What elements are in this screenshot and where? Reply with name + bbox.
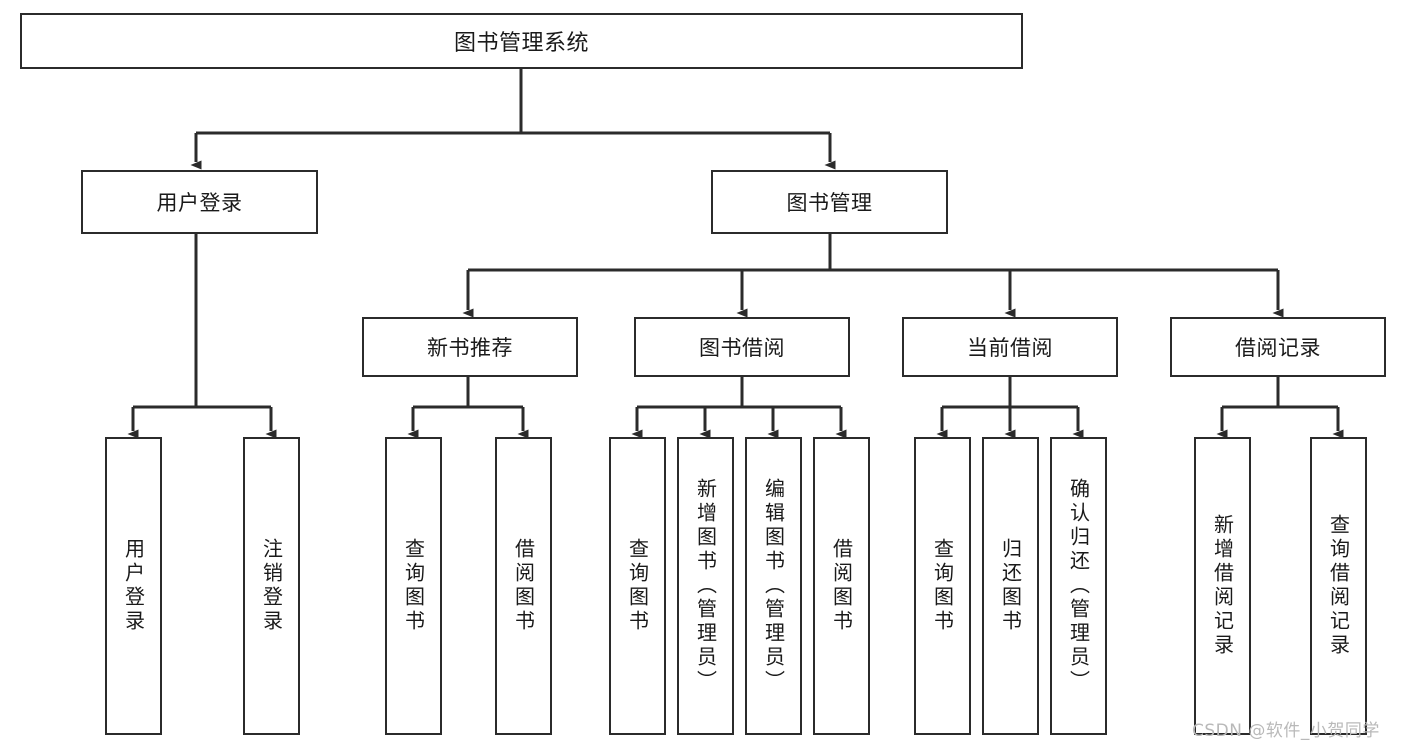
- node-leaf-cb-query-book-label: 查询图书: [930, 538, 955, 634]
- node-user-login-label: 用户登录: [156, 191, 243, 215]
- node-leaf-bb-query-book-label: 查询图书: [625, 538, 650, 634]
- node-leaf-cb-confirm-return-label: 确认归还（管理员）: [1066, 478, 1091, 694]
- node-leaf-bb-edit-book-label: 编辑图书（管理员）: [761, 478, 786, 694]
- node-leaf-user-login[interactable]: 用户登录: [105, 437, 162, 735]
- node-leaf-bb-borrow-book-label: 借阅图书: [829, 538, 854, 634]
- node-leaf-bb-add-book[interactable]: 新增图书（管理员）: [677, 437, 734, 735]
- node-book-manage-label: 图书管理: [786, 191, 873, 215]
- node-leaf-bb-query-book[interactable]: 查询图书: [609, 437, 666, 735]
- node-book-borrow-label: 图书借阅: [699, 336, 785, 360]
- node-leaf-cb-return-book[interactable]: 归还图书: [982, 437, 1039, 735]
- node-leaf-br-add-record[interactable]: 新增借阅记录: [1194, 437, 1251, 735]
- node-book-borrow[interactable]: 图书借阅: [634, 317, 850, 377]
- node-leaf-nb-query-book-label: 查询图书: [401, 538, 426, 634]
- node-leaf-cb-query-book[interactable]: 查询图书: [914, 437, 971, 735]
- node-book-manage[interactable]: 图书管理: [711, 170, 948, 234]
- node-new-book-recommend-label: 新书推荐: [427, 336, 513, 360]
- node-leaf-bb-add-book-label: 新增图书（管理员）: [693, 478, 718, 694]
- node-borrow-record[interactable]: 借阅记录: [1170, 317, 1386, 377]
- node-leaf-nb-borrow-book[interactable]: 借阅图书: [495, 437, 552, 735]
- node-borrow-record-label: 借阅记录: [1235, 336, 1321, 360]
- node-leaf-bb-edit-book[interactable]: 编辑图书（管理员）: [745, 437, 802, 735]
- node-leaf-br-query-record-label: 查询借阅记录: [1326, 514, 1351, 658]
- node-leaf-user-login-label: 用户登录: [121, 538, 146, 634]
- node-current-borrow[interactable]: 当前借阅: [902, 317, 1118, 377]
- node-leaf-br-query-record[interactable]: 查询借阅记录: [1310, 437, 1367, 735]
- node-leaf-cb-return-book-label: 归还图书: [998, 538, 1023, 634]
- node-leaf-cb-confirm-return[interactable]: 确认归还（管理员）: [1050, 437, 1107, 735]
- node-current-borrow-label: 当前借阅: [967, 336, 1053, 360]
- node-root-label: 图书管理系统: [453, 31, 589, 56]
- node-leaf-bb-borrow-book[interactable]: 借阅图书: [813, 437, 870, 735]
- node-leaf-br-add-record-label: 新增借阅记录: [1210, 514, 1235, 658]
- node-root[interactable]: 图书管理系统: [20, 13, 1023, 69]
- node-leaf-logout[interactable]: 注销登录: [243, 437, 300, 735]
- node-leaf-nb-borrow-book-label: 借阅图书: [511, 538, 536, 634]
- watermark: CSDN @软件_小贺同学: [1192, 721, 1380, 741]
- node-new-book-recommend[interactable]: 新书推荐: [362, 317, 578, 377]
- node-user-login[interactable]: 用户登录: [81, 170, 318, 234]
- node-leaf-nb-query-book[interactable]: 查询图书: [385, 437, 442, 735]
- node-leaf-logout-label: 注销登录: [259, 538, 284, 634]
